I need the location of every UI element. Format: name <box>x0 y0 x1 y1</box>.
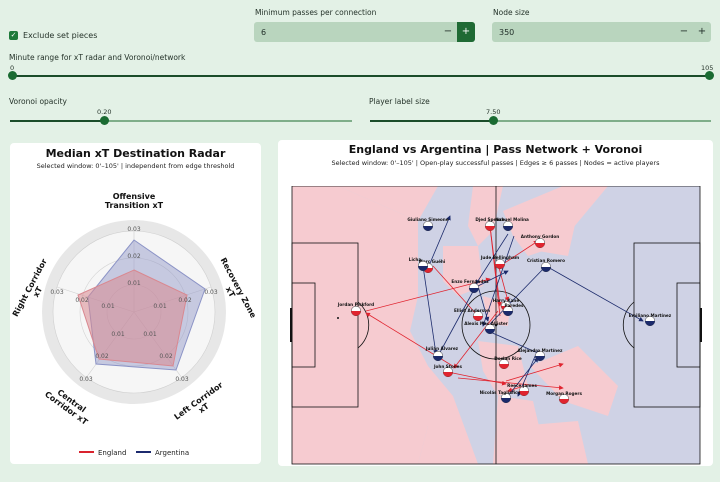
player-label-size-value: 7.50 <box>486 108 501 116</box>
voronoi-opacity-track[interactable] <box>104 120 352 122</box>
min-passes-stepper[interactable]: 6 − + <box>254 22 475 42</box>
voronoi-opacity-value: 0.20 <box>97 108 112 116</box>
minute-range-max: 105 <box>701 64 714 72</box>
radar-ring-label-right-2: 0.02 <box>178 297 192 304</box>
player-node-anthony-gordon: Anthony Gordon <box>521 234 560 249</box>
player-label-paredes: Paredes <box>504 303 524 308</box>
player-label-alejandro-martinez: Alejandro Martínez <box>518 348 563 353</box>
radar-series-england <box>77 269 188 367</box>
radar-card: Median xT Destination Radar Selected win… <box>10 143 261 464</box>
player-label-size-filled-track[interactable] <box>370 120 493 122</box>
player-label-cristian-romero: Cristian Romero <box>527 258 565 263</box>
player-node-john-stones: John Stones <box>433 364 463 378</box>
player-label-jude-bellingham: Jude Bellingham <box>480 255 520 260</box>
radar-ring-label-top-2: 0.02 <box>127 253 141 260</box>
player-label-declan-rice: Declan Rice <box>494 356 522 361</box>
radar-chart: 0.01 0.02 0.03 0.01 0.02 0.03 0.01 0.02 … <box>11 192 258 457</box>
player-label-john-stones: John Stones <box>433 364 463 369</box>
radar-ring-label-bl-1: 0.01 <box>111 331 125 338</box>
player-label-harry-kane: Harry Kane <box>493 298 520 303</box>
legend-england: England <box>98 449 126 457</box>
voronoi-opacity-label: Voronoi opacity <box>9 97 67 106</box>
radar-subtitle: Selected window: 0'–105' | independent f… <box>36 162 235 170</box>
network-card: England vs Argentina | Pass Network + Vo… <box>278 140 713 466</box>
player-node-djed-spence: Djed Spence <box>475 217 505 232</box>
player-label-size-handle[interactable] <box>489 116 498 125</box>
network-title: England vs Argentina | Pass Network + Vo… <box>348 143 643 156</box>
player-label-reece-james: Reece James <box>507 383 537 388</box>
minute-range-start-handle[interactable] <box>8 71 17 80</box>
min-passes-value[interactable]: 6 <box>261 27 267 37</box>
player-node-elliot-anderson: Elliot Anderson <box>454 308 490 322</box>
player-node-julian-alvarez: Julián Álvarez <box>425 346 459 362</box>
player-label-anthony-gordon: Anthony Gordon <box>521 234 560 239</box>
player-label-alexis-mac-allister: Alexis Mac Allister <box>464 321 508 326</box>
player-node-jordan-pickford: Jordan Pickford <box>337 302 374 317</box>
player-label-size-label: Player label size <box>369 97 430 106</box>
minute-range-end-handle[interactable] <box>705 71 714 80</box>
network-subtitle: Selected window: 0'–105' | Open-play suc… <box>331 159 660 167</box>
radar-title: Median xT Destination Radar <box>45 147 226 160</box>
pass-network-pitch: Jordan Pickford Giuliano Simeone Djed Spen… <box>290 186 702 465</box>
node-size-increment-button[interactable]: + <box>697 26 707 37</box>
minute-range-track[interactable] <box>12 75 709 77</box>
exclude-set-pieces-label: Exclude set pieces <box>23 31 98 40</box>
radar-ring-label-right-3: 0.03 <box>204 289 218 296</box>
player-label-enzo-fernandez: Enzo Fernández <box>451 279 489 284</box>
min-passes-label: Minimum passes per connection <box>255 8 377 17</box>
player-node-nicolas-tagliafico: Nicolás Tagliafico <box>480 390 521 404</box>
voronoi-opacity-handle[interactable] <box>100 116 109 125</box>
player-node-jude-bellingham: Jude Bellingham <box>480 255 520 270</box>
radar-ring-label-left-3: 0.03 <box>50 289 64 296</box>
player-node-licha: Licha <box>409 257 429 272</box>
player-label-giuliano-simeone: Giuliano Simeone <box>407 217 448 222</box>
player-label-elliot-anderson: Elliot Anderson <box>454 308 490 313</box>
player-label-emiliano-martinez: Emiliano Martínez <box>629 313 672 318</box>
player-node-nahuel-molina: Nahuel Molina <box>495 217 529 232</box>
radar-ring-label-left-2: 0.02 <box>75 297 89 304</box>
radar-ring-label-bl-3: 0.03 <box>79 376 93 383</box>
player-label-nahuel-molina: Nahuel Molina <box>495 217 529 222</box>
min-passes-increment-button[interactable]: + <box>457 22 475 42</box>
node-size-decrement-button[interactable]: − <box>679 26 689 37</box>
player-label-djed-spence: Djed Spence <box>475 217 505 222</box>
player-label-julian-alvarez: Julián Álvarez <box>425 346 459 351</box>
radar-ring-label-bl-2: 0.02 <box>95 353 109 360</box>
radar-ring-label-top-1: 0.01 <box>127 280 141 287</box>
legend-argentina: Argentina <box>155 449 189 457</box>
player-node-morgan-rogers: Morgan Rogers <box>546 391 582 405</box>
radar-ring-label-br-3: 0.03 <box>175 376 189 383</box>
player-node-paredes: Paredes <box>502 303 524 317</box>
player-node-emiliano-martinez: Emiliano Martínez <box>629 313 672 327</box>
player-node-alejandro-martinez: Alejandro Martínez <box>518 348 563 362</box>
player-label-marc-guehi: Marc Guéhi <box>419 259 446 264</box>
node-size-label: Node size <box>493 8 530 17</box>
player-nodes: Jordan Pickford Giuliano Simeone Djed Spen… <box>337 217 672 405</box>
voronoi-opacity-filled-track[interactable] <box>10 120 104 122</box>
radar-ring-label-br-1: 0.01 <box>143 331 157 338</box>
min-passes-decrement-button[interactable]: − <box>443 26 453 37</box>
player-node-enzo-fernandez: Enzo Fernández <box>451 279 489 294</box>
minute-range-min: 0 <box>10 64 15 72</box>
player-node-alexis-mac-allister: Alexis Mac Allister <box>464 321 509 335</box>
radar-ring-label-br-2: 0.02 <box>159 353 173 360</box>
node-size-stepper[interactable]: 350 − + <box>492 22 711 42</box>
minute-range-label: Minute range for xT radar and Voronoi/ne… <box>9 53 186 62</box>
exclude-set-pieces-checkbox[interactable]: ✓ <box>9 31 18 40</box>
player-node-declan-rice: Declan Rice <box>494 356 522 370</box>
player-label-jordan-pickford: Jordan Pickford <box>337 302 374 307</box>
radar-ring-label-right-1: 0.01 <box>153 303 167 310</box>
player-label-size-track[interactable] <box>493 120 711 122</box>
radar-ring-label-left-1: 0.01 <box>101 303 115 310</box>
radar-legend: England Argentina <box>79 449 189 457</box>
player-label-nicolas-tagliafico: Nicolás Tagliafico <box>480 390 521 395</box>
player-node-cristian-romero: Cristian Romero <box>527 258 565 273</box>
player-node-reece-james: Reece James <box>507 383 537 397</box>
player-node-giuliano-simeone: Giuliano Simeone <box>407 217 449 232</box>
player-label-licha: Licha <box>409 257 422 262</box>
radar-ring-label-top-3: 0.03 <box>127 226 141 233</box>
player-label-morgan-rogers: Morgan Rogers <box>546 391 582 396</box>
node-size-value[interactable]: 350 <box>499 27 515 37</box>
